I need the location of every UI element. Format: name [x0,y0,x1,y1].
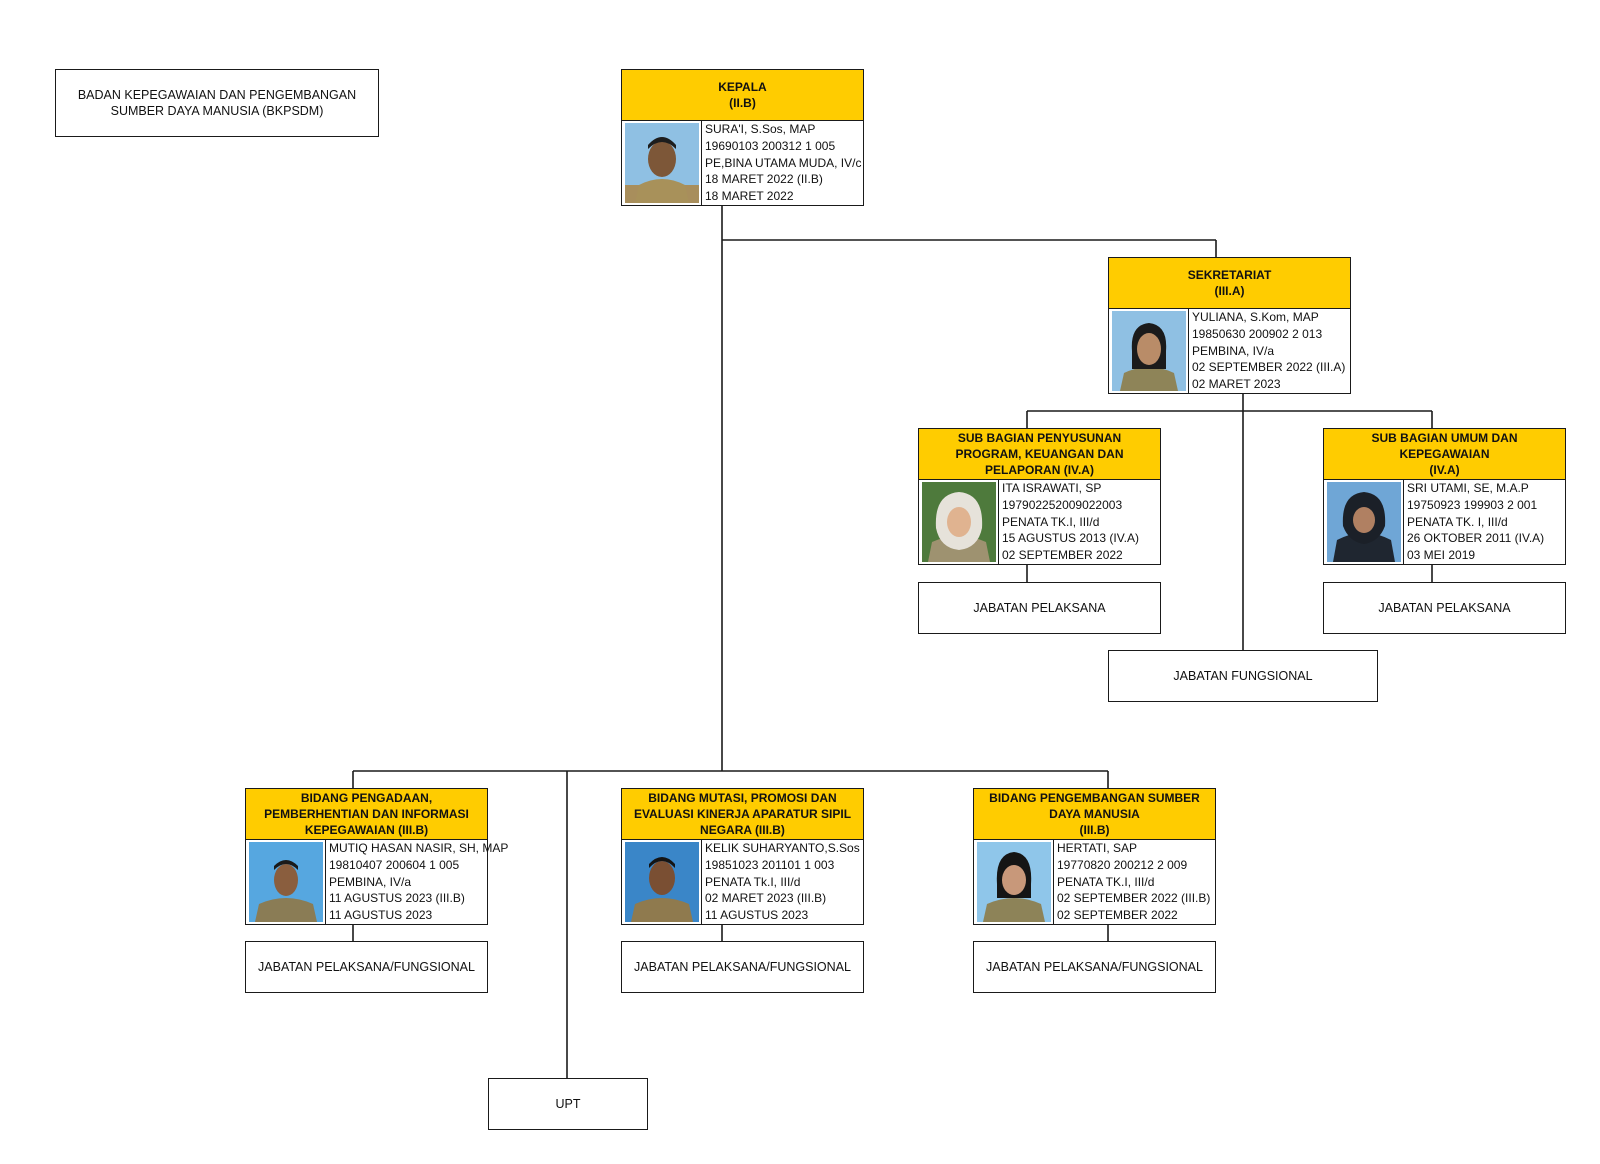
jabatan-fungsional-box: JABATAN FUNGSIONAL [1108,650,1378,702]
info-rank: PEMBINA, IV/a [1192,343,1275,358]
node-header: KEPALA (II.B) [622,70,863,121]
header-line: (III.A) [1214,284,1245,298]
info-name: SURA'I, S.Sos, MAP [705,122,816,136]
info-rank: PENATA TK.I, III/d [1002,514,1100,529]
info-name: ITA ISRAWATI, SP [1002,481,1102,495]
node-info: YULIANA, S.Kom, MAP 19850630 200902 2 01… [1188,309,1350,393]
node-info: ITA ISRAWATI, SP 197902252009022003 PENA… [998,480,1160,564]
node-bidang-pengadaan: BIDANG PENGADAAN, PEMBERHENTIAN DAN INFO… [245,788,509,925]
node-info: HERTATI, SAP 19770820 200212 2 009 PENAT… [1053,840,1215,924]
info-rank: PENATA TK. I, III/d [1407,514,1508,529]
header-line: (III.B) [1079,823,1110,837]
header-line: (II.B) [729,96,756,110]
info-date: 02 SEPTEMBER 2022 (III.B) [1057,891,1211,906]
node-kepala: KEPALA (II.B) SURA'I, S.Sos, MAP 1969010… [621,69,864,206]
header-line: KEPEGAWAIAN [1399,447,1490,461]
header-line: KEPALA [718,80,767,94]
jabatan-pelaksana-umum-box: JABATAN PELAKSANA [1323,582,1566,634]
node-header: BIDANG MUTASI, PROMOSI DAN EVALUASI KINE… [622,789,863,840]
info-nip: 19850630 200902 2 013 [1192,326,1323,341]
info-name: KELIK SUHARYANTO,S.Sos [705,841,860,855]
header-line: (IV.A) [1429,463,1460,477]
node-subbag-umum: SUB BAGIAN UMUM DAN KEPEGAWAIAN (IV.A) S… [1323,428,1566,565]
header-line: NEGARA (III.B) [700,823,785,837]
info-date: 02 SEPTEMBER 2022 (III.A) [1192,360,1346,375]
header-line: KEPEGAWAIAN (III.B) [304,823,429,837]
person-photo-icon [922,482,996,562]
info-date: 15 AGUSTUS 2013 (IV.A) [1002,531,1139,546]
node-info: SRI UTAMI, SE, M.A.P 19750923 199903 2 0… [1403,480,1565,564]
upt-box: UPT [488,1078,648,1130]
node-header: SUB BAGIAN PENYUSUNAN PROGRAM, KEUANGAN … [919,429,1160,480]
jabatan-pelaksana-fungsional-pengembangan-box: JABATAN PELAKSANA/FUNGSIONAL [973,941,1216,993]
info-date: 18 MARET 2022 (II.B) [705,172,823,187]
info-nip: 19750923 199903 2 001 [1407,497,1538,512]
info-date: 11 AGUSTUS 2023 [705,908,809,923]
organization-title-line1: BADAN KEPEGAWAIAN DAN PENGEMBANGAN [77,88,357,102]
info-name: MUTIQ HASAN NASIR, SH, MAP [329,841,509,855]
person-photo-icon [625,123,699,203]
header-line: DAYA MANUSIA [1049,807,1140,821]
node-bidang-mutasi: BIDANG MUTASI, PROMOSI DAN EVALUASI KINE… [621,788,864,925]
node-bidang-pengembangan: BIDANG PENGEMBANGAN SUMBER DAYA MANUSIA … [973,788,1216,925]
node-info: SURA'I, S.Sos, MAP 19690103 200312 1 005… [701,121,863,205]
info-rank: PEMBINA, IV/a [329,874,412,889]
person-photo-icon [1112,311,1186,391]
organization-title-box: BADAN KEPEGAWAIAN DAN PENGEMBANGAN SUMBE… [55,69,379,137]
info-name: HERTATI, SAP [1057,841,1138,855]
info-nip: 19690103 200312 1 005 [705,138,836,153]
header-line: PELAPORAN (IV.A) [985,463,1094,477]
header-line: PEMBERHENTIAN DAN INFORMASI [264,807,469,821]
jabatan-pelaksana-fungsional-pengadaan-box: JABATAN PELAKSANA/FUNGSIONAL [245,941,488,993]
header-line: SEKRETARIAT [1187,268,1272,282]
jabatan-pelaksana-program-box: JABATAN PELAKSANA [918,582,1161,634]
info-nip: 197902252009022003 [1002,497,1123,512]
info-date: 02 MARET 2023 (III.B) [705,891,827,906]
info-date: 02 SEPTEMBER 2022 [1057,908,1178,923]
node-info: KELIK SUHARYANTO,S.Sos 19851023 201101 1… [701,840,863,924]
info-name: YULIANA, S.Kom, MAP [1192,310,1319,324]
header-line: BIDANG MUTASI, PROMOSI DAN [648,791,837,805]
info-date: 03 MEI 2019 [1407,548,1476,563]
header-line: BIDANG PENGEMBANGAN SUMBER [989,791,1200,805]
node-header: BIDANG PENGEMBANGAN SUMBER DAYA MANUSIA … [974,789,1215,840]
info-nip: 19810407 200604 1 005 [329,857,460,872]
info-rank: PE,BINA UTAMA MUDA, IV/c [705,155,862,170]
info-nip: 19770820 200212 2 009 [1057,857,1188,872]
node-header: SEKRETARIAT (III.A) [1109,258,1350,309]
person-photo-icon [625,842,699,922]
info-rank: PENATA Tk.I, III/d [705,874,801,889]
person-photo-icon [977,842,1051,922]
jabatan-pelaksana-fungsional-mutasi-box: JABATAN PELAKSANA/FUNGSIONAL [621,941,864,993]
person-photo-icon [249,842,323,922]
header-line: SUB BAGIAN PENYUSUNAN [957,431,1122,445]
person-photo-icon [1327,482,1401,562]
header-line: SUB BAGIAN UMUM DAN [1371,431,1518,445]
organization-title-line2: SUMBER DAYA MANUSIA (BKPSDM) [110,104,324,118]
info-date: 11 AGUSTUS 2023 (III.B) [329,891,465,906]
header-line: PROGRAM, KEUANGAN DAN [955,447,1124,461]
info-nip: 19851023 201101 1 003 [705,857,835,872]
header-line: BIDANG PENGADAAN, [300,791,433,805]
info-date: 11 AGUSTUS 2023 [329,908,433,923]
info-date: 26 OKTOBER 2011 (IV.A) [1407,531,1545,546]
info-date: 02 MARET 2023 [1192,377,1281,392]
node-sekretariat: SEKRETARIAT (III.A) YULIANA, S.Kom, MAP … [1108,257,1351,394]
info-date: 02 SEPTEMBER 2022 [1002,548,1123,563]
info-date: 18 MARET 2022 [705,189,794,204]
node-header: BIDANG PENGADAAN, PEMBERHENTIAN DAN INFO… [246,789,487,840]
node-info: MUTIQ HASAN NASIR, SH, MAP 19810407 2006… [325,840,509,924]
header-line: EVALUASI KINERJA APARATUR SIPIL [633,807,852,821]
info-rank: PENATA TK.I, III/d [1057,874,1155,889]
node-subbag-program: SUB BAGIAN PENYUSUNAN PROGRAM, KEUANGAN … [918,428,1161,565]
node-header: SUB BAGIAN UMUM DAN KEPEGAWAIAN (IV.A) [1324,429,1565,480]
info-name: SRI UTAMI, SE, M.A.P [1407,481,1529,495]
